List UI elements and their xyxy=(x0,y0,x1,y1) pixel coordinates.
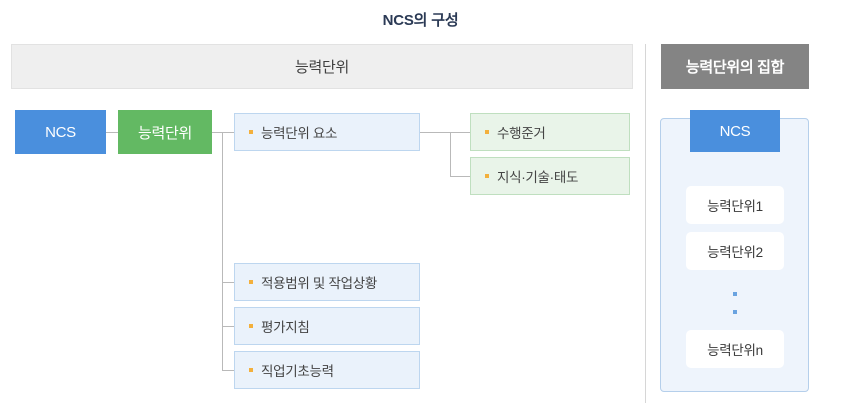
node-ncs-root: NCS xyxy=(15,110,106,154)
section-divider xyxy=(645,44,646,403)
node-knowledge-skill-attitude-label: 지식·기술·태도 xyxy=(497,170,579,185)
connector-unit-stub xyxy=(212,132,222,133)
unit-set-item-2: 능력단위2 xyxy=(686,232,784,270)
node-ncs-aggregate-label: NCS xyxy=(719,122,751,140)
connector-element-stub xyxy=(420,132,450,133)
connector-unit-trunk xyxy=(222,132,223,370)
bullet-icon xyxy=(485,130,489,134)
node-basic-job-skills-label: 직업기초능력 xyxy=(261,364,334,379)
connector-element-trunk xyxy=(450,132,451,176)
bullet-icon xyxy=(249,324,253,328)
bullet-icon xyxy=(249,368,253,372)
connector-branch-eval xyxy=(222,326,234,327)
node-unit: 능력단위 xyxy=(118,110,212,154)
section-header-unit-set: 능력단위의 집합 xyxy=(661,44,809,89)
node-scope-and-situation-label: 적용범위 및 작업상황 xyxy=(261,276,377,291)
bullet-icon xyxy=(249,130,253,134)
section-header-unit: 능력단위 xyxy=(11,44,633,89)
unit-set-item-2-label: 능력단위2 xyxy=(707,245,763,260)
node-unit-element-label: 능력단위 요소 xyxy=(261,126,338,141)
node-unit-element: 능력단위 요소 xyxy=(234,113,420,151)
page-title: NCS의 구성 xyxy=(382,12,459,29)
node-unit-label: 능력단위 xyxy=(137,124,192,142)
unit-set-item-n: 능력단위n xyxy=(686,330,784,368)
node-evaluation-guide-label: 평가지침 xyxy=(261,320,310,335)
node-performance-criteria-label: 수행준거 xyxy=(497,126,546,141)
node-basic-job-skills: 직업기초능력 xyxy=(234,351,420,389)
node-scope-and-situation: 적용범위 및 작업상황 xyxy=(234,263,420,301)
node-evaluation-guide: 평가지침 xyxy=(234,307,420,345)
ellipsis-dot xyxy=(733,292,737,296)
node-knowledge-skill-attitude: 지식·기술·태도 xyxy=(470,157,630,195)
section-header-unit-label: 능력단위 xyxy=(294,59,349,76)
node-ncs-root-label: NCS xyxy=(45,123,76,141)
connector-ncs-to-unit xyxy=(106,132,118,133)
connector-branch-element xyxy=(222,132,234,133)
ellipsis-dot xyxy=(733,310,737,314)
connector-branch-kst xyxy=(450,176,470,177)
node-performance-criteria: 수행준거 xyxy=(470,113,630,151)
connector-branch-basic xyxy=(222,370,234,371)
vertical-ellipsis-icon xyxy=(731,292,739,314)
connector-branch-scope xyxy=(222,282,234,283)
unit-set-item-1: 능력단위1 xyxy=(686,186,784,224)
section-header-unit-set-label: 능력단위의 집합 xyxy=(685,59,785,76)
connector-branch-criteria xyxy=(450,132,470,133)
node-ncs-aggregate: NCS xyxy=(690,110,780,152)
bullet-icon xyxy=(485,174,489,178)
bullet-icon xyxy=(249,280,253,284)
unit-set-item-n-label: 능력단위n xyxy=(707,343,763,358)
unit-set-item-1-label: 능력단위1 xyxy=(707,199,763,214)
